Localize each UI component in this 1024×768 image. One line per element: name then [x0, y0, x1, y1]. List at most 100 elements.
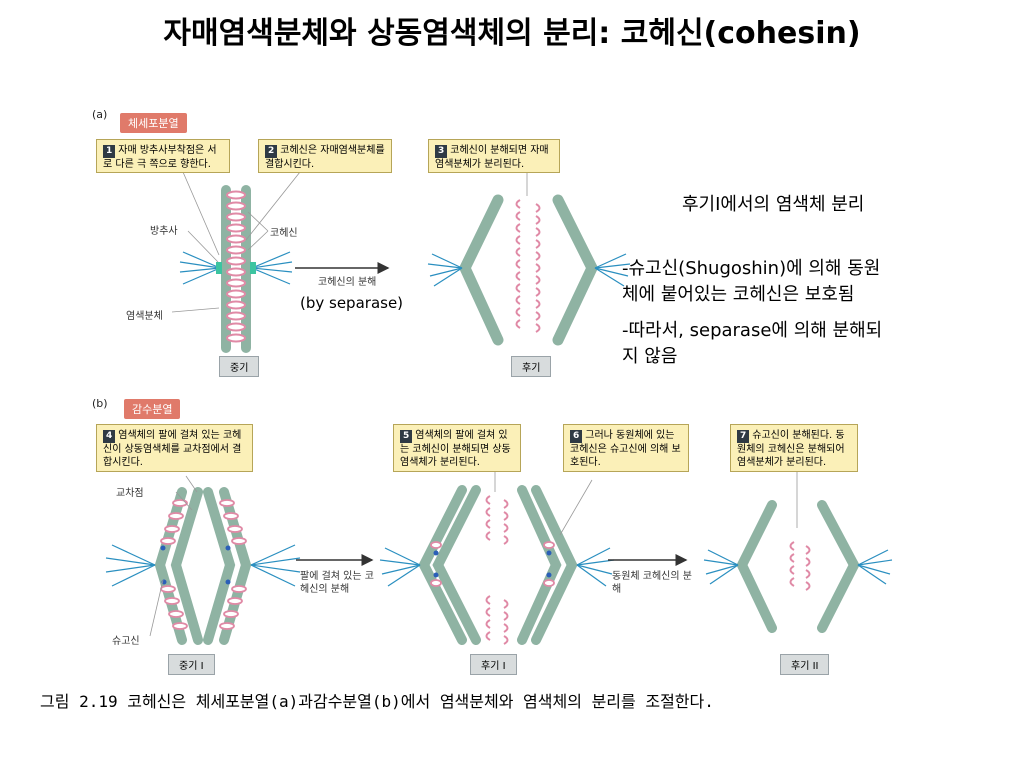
- callout-text: 자매 방추사부착점은 서로 다른 극 쪽으로 향한다.: [103, 145, 217, 170]
- label-shugoshin: 슈고신: [112, 636, 140, 647]
- callout-text: 슈고신이 분해된다. 동원체의 코헤신은 분해되어 염색분체가 분리된다.: [737, 430, 845, 468]
- callout-text: 코헤신은 자매염색분체를 결합시킨다.: [265, 145, 385, 170]
- cohesin-ring: [226, 267, 246, 277]
- cohesin-ring: [227, 597, 243, 605]
- mitosis-metaphase-chromosome: [221, 185, 251, 353]
- stage-label-anaphase-I: 후기 I: [470, 654, 517, 675]
- cleaved-cohesin: [535, 323, 541, 333]
- stage-label-anaphase-II: 후기 II: [780, 654, 830, 675]
- cleaved-cohesin: [535, 287, 541, 297]
- cleaved-cohesin: [515, 295, 521, 305]
- cleaved-cohesin: [503, 535, 509, 545]
- cleaved-cohesin: [515, 211, 521, 221]
- cleaved-cohesin: [515, 235, 521, 245]
- cleaved-cohesin: [515, 271, 521, 281]
- cleaved-cohesin: [503, 599, 509, 609]
- cohesin-ring: [219, 622, 235, 630]
- panel-a-letter: (a): [92, 108, 108, 121]
- label-cohesin: 코헤신: [270, 228, 298, 239]
- panel-a-tag: 체세포분열: [120, 113, 187, 133]
- cleaved-cohesin: [535, 263, 541, 273]
- cohesin-ring: [168, 512, 184, 520]
- cohesin-ring: [226, 190, 246, 200]
- cohesin-ring: [168, 610, 184, 618]
- cleaved-cohesin: [805, 569, 811, 579]
- cleaved-cohesin: [515, 247, 521, 257]
- meiosis-anaphase-I-chromosomes: [418, 485, 578, 645]
- cleaved-cohesin: [535, 251, 541, 261]
- cleaved-cohesin: [515, 223, 521, 233]
- cohesin-ring: [226, 333, 246, 343]
- spindle-fibers-icon: [179, 251, 293, 285]
- cohesin-ring: [164, 525, 180, 533]
- cohesin-ring: [226, 256, 246, 266]
- cleaved-cohesin: [485, 507, 491, 517]
- meiosis-anaphase-II-chromatids: [736, 500, 860, 633]
- cleaved-cohesin: [535, 275, 541, 285]
- label-chiasma: 교차점: [116, 488, 144, 499]
- side-note-line: -슈고신(Shugoshin)에 의해 동원: [622, 258, 881, 279]
- cleaved-cohesin: [485, 519, 491, 529]
- cleaved-cohesin: [535, 215, 541, 225]
- cohesin-ring: [160, 537, 176, 545]
- callout-number: 4: [103, 430, 116, 443]
- cohesin-ring: [226, 234, 246, 244]
- cohesin-ring: [226, 278, 246, 288]
- callout-text: 염색체의 팔에 걸쳐 있는 코헤신이 분해되면 상동염색체가 분리된다.: [400, 430, 511, 468]
- cleaved-cohesin: [535, 227, 541, 237]
- stage-label-metaphase: 중기: [219, 356, 260, 377]
- cohesin-ring: [226, 201, 246, 211]
- cohesin-ring: [226, 223, 246, 233]
- cleaved-cohesin: [503, 611, 509, 621]
- cohesin-ring: [160, 585, 176, 593]
- cleaved-cohesin: [485, 619, 491, 629]
- cleaved-cohesin: [485, 531, 491, 541]
- cleaved-cohesin: [805, 581, 811, 591]
- cleaved-cohesin: [515, 199, 521, 209]
- callout-number: 5: [400, 430, 413, 443]
- callout-number: 2: [265, 145, 278, 158]
- mitosis-anaphase-chromatids: [458, 194, 599, 346]
- cleaved-cohesin: [503, 511, 509, 521]
- callout-number: 1: [103, 145, 116, 158]
- side-note-heading: 후기I에서의 염색체 분리: [682, 194, 865, 215]
- panel-b-tag: 감수분열: [124, 399, 181, 419]
- label-spindle: 방추사: [150, 226, 178, 237]
- cleaved-cohesin: [535, 311, 541, 321]
- cleaved-cohesin: [535, 203, 541, 213]
- cohesin-ring: [227, 525, 243, 533]
- arrow-sublabel-separase: (by separase): [300, 294, 404, 312]
- cleaved-cohesin: [515, 319, 521, 329]
- callout-number: 7: [737, 430, 750, 443]
- cleaved-cohesin: [789, 577, 795, 587]
- cohesin-ring: [226, 289, 246, 299]
- arrow-label-centromere-cohesin: 동원체 코헤신의 분해: [612, 571, 692, 595]
- cohesin-ring: [231, 537, 247, 545]
- callout-text: 그러나 동원체에 있는 코헤신은 슈고신에 의해 보호된다.: [570, 430, 681, 468]
- callout-number: 3: [435, 145, 448, 158]
- label-chromatid: 염색분체: [126, 311, 163, 322]
- cleaved-cohesin: [503, 635, 509, 645]
- stage-label-anaphase: 후기: [511, 356, 552, 377]
- cleaved-cohesin: [805, 557, 811, 567]
- cohesin-ring: [223, 610, 239, 618]
- cleaved-cohesin: [789, 565, 795, 575]
- cleaved-cohesin: [789, 553, 795, 563]
- stage-label-metaphase-I: 중기 I: [168, 654, 215, 675]
- panel-b-letter: (b): [92, 397, 108, 410]
- arrow-label-arm-cohesin: 팔에 걸쳐 있는 코헤신의 분해: [300, 571, 374, 595]
- cohesin-ring: [226, 245, 246, 255]
- cleaved-cohesin: [515, 283, 521, 293]
- cohesin-ring: [226, 311, 246, 321]
- cohesin-ring: [219, 499, 235, 507]
- cleaved-cohesin: [503, 523, 509, 533]
- cleaved-cohesin: [789, 541, 795, 551]
- slide-title: 자매염색분체와 상동염색체의 분리: 코헤신(cohesin): [163, 16, 861, 51]
